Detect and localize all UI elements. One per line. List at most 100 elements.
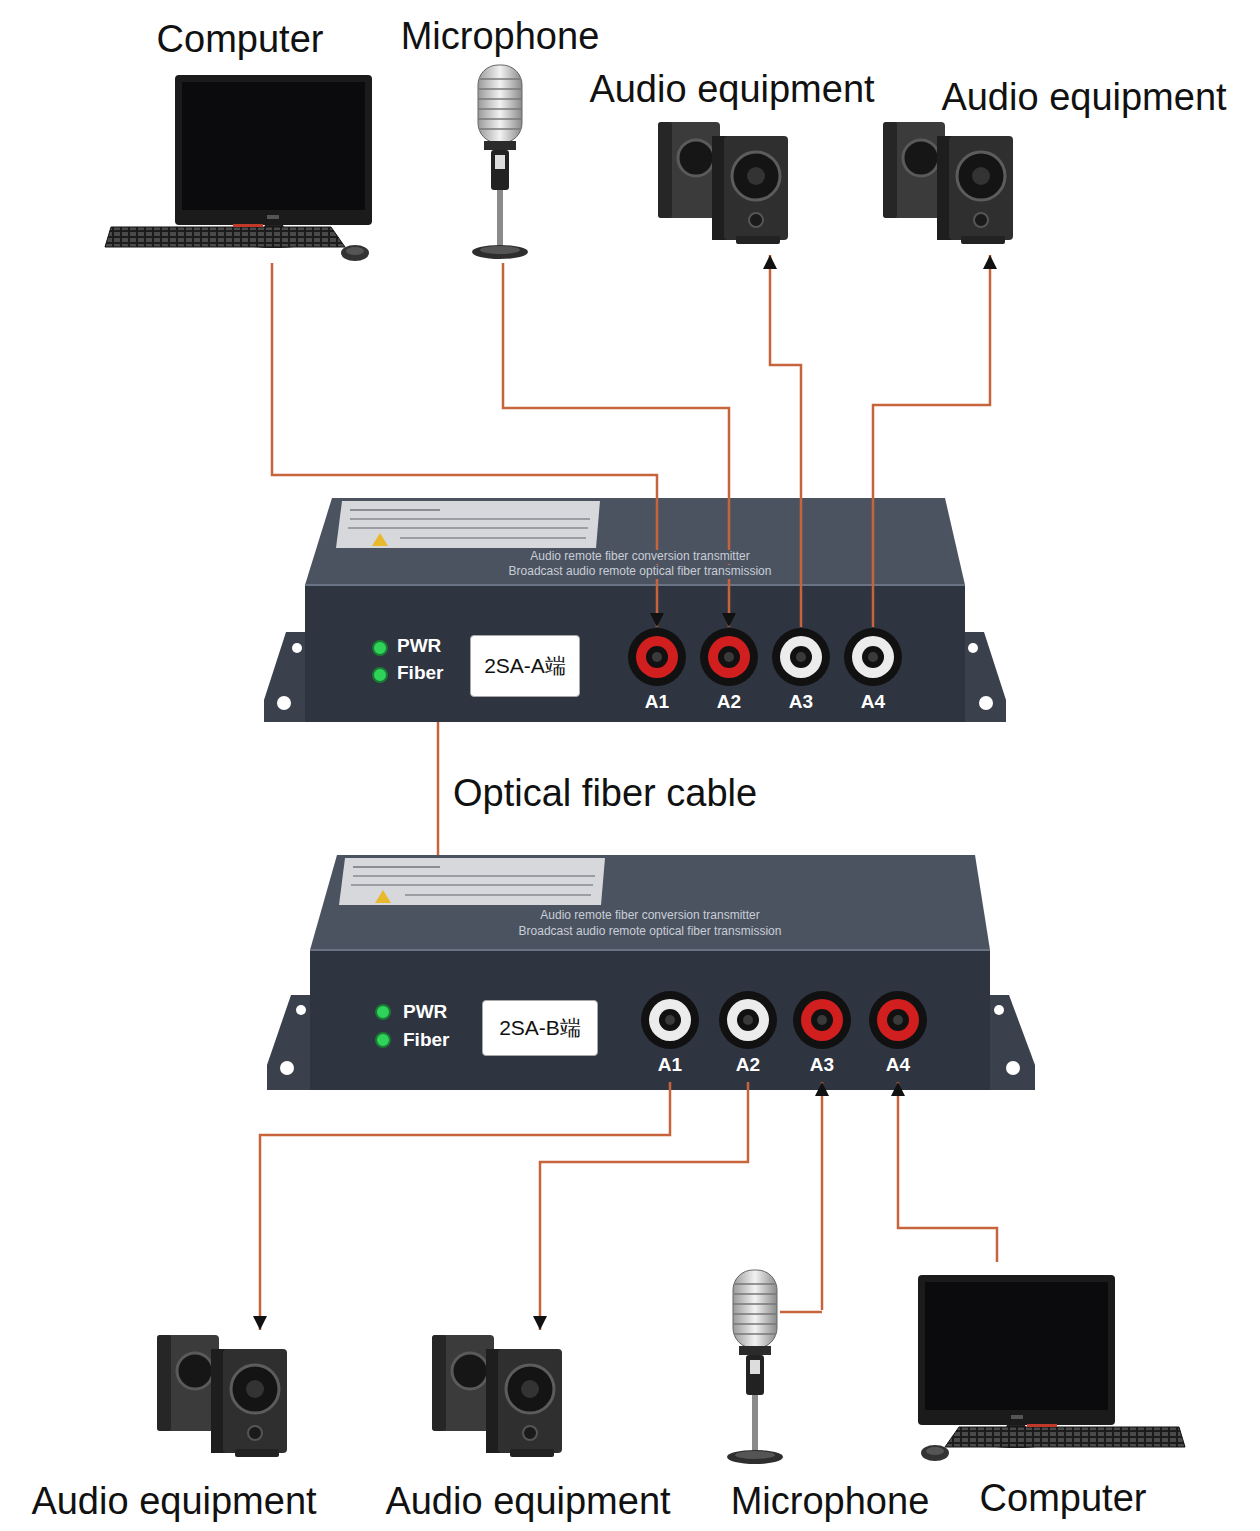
port-label: A2 <box>718 1054 778 1076</box>
speaker-icon-part <box>658 122 788 244</box>
signal-wire <box>770 255 801 627</box>
device-label: Audio equipment <box>8 1480 340 1524</box>
computer-icon-part <box>918 1275 1185 1461</box>
jack-ring <box>796 652 806 662</box>
receiver-housing-part <box>353 866 440 868</box>
indicator-label: PWR <box>397 635 441 657</box>
jack-ring <box>793 991 851 1049</box>
jack-ring <box>790 646 812 668</box>
jack-ring <box>727 999 769 1041</box>
housing-print: Audio remote fiber conversion transmitte… <box>537 909 762 923</box>
receiver-housing <box>267 855 1035 1090</box>
jack-ring <box>887 1009 909 1031</box>
signal-wire <box>540 1082 748 1330</box>
receiver-housing-part <box>310 855 990 950</box>
indicator-label: PWR <box>403 1001 447 1023</box>
computer-icon-part <box>105 75 372 261</box>
receiver-housing-part <box>296 1005 306 1015</box>
model-label: 2SA-B端 <box>483 1001 597 1055</box>
transmitter-housing-part <box>292 643 302 653</box>
transmitter-housing-part <box>979 696 993 710</box>
device-node: Audio equipment <box>360 1330 696 1525</box>
jack-socket <box>868 990 928 1050</box>
port-label: A3 <box>771 691 831 713</box>
jack-ring <box>869 991 927 1049</box>
microphone-icon <box>727 1270 783 1464</box>
jack-ring <box>652 652 662 662</box>
receiver-housing-part <box>376 1033 390 1047</box>
jack-socket <box>771 627 831 687</box>
receiver-housing-part <box>990 995 1035 1090</box>
speaker-icon <box>658 122 788 244</box>
audio-jack: A1 <box>627 627 687 719</box>
device-label: Microphone <box>380 15 620 59</box>
device-node: Audio equipment <box>912 76 1256 255</box>
transmitter-housing-part <box>965 632 1006 722</box>
receiver-housing-part <box>375 890 391 903</box>
device-node: Computer <box>105 18 375 263</box>
computer-icon <box>105 75 372 261</box>
converter-box: Audio remote fiber conversion transmitte… <box>310 855 990 1090</box>
speaker-icon <box>157 1335 287 1457</box>
jack-ring <box>877 999 919 1041</box>
transmitter-housing-part <box>348 527 588 529</box>
model-plate: 2SA-A端 <box>470 635 580 697</box>
device-label: Computer <box>942 1477 1184 1521</box>
jack-ring <box>719 991 777 1049</box>
fiber-cable <box>437 722 440 855</box>
jack-ring <box>780 636 822 678</box>
audio-jack: A4 <box>868 990 928 1082</box>
signal-wire <box>873 255 990 627</box>
transmitter-housing <box>264 498 1006 722</box>
transmitter-housing-part <box>350 509 440 511</box>
transmitter-housing-part <box>400 537 586 539</box>
receiver-housing-part <box>267 995 310 1090</box>
jack-ring <box>868 652 878 662</box>
jack-ring <box>641 991 699 1049</box>
device-node: Audio equipment <box>562 68 902 255</box>
port-label: A3 <box>792 1054 852 1076</box>
receiver-housing-part <box>339 858 605 905</box>
jack-socket <box>718 990 778 1050</box>
port-label: A4 <box>868 1054 928 1076</box>
jack-ring <box>646 646 668 668</box>
audio-jack: A4 <box>843 627 903 719</box>
microphone-icon <box>472 65 528 259</box>
cable-label: Optical fiber cable <box>450 772 760 816</box>
receiver-housing-part <box>353 875 595 877</box>
jack-ring <box>724 652 734 662</box>
signal-wire <box>821 1082 824 1310</box>
transmitter-housing-part <box>372 533 388 546</box>
device-label: Computer <box>105 18 375 62</box>
indicator-label: Fiber <box>403 1029 449 1051</box>
jack-ring <box>700 628 758 686</box>
signal-wire <box>898 1082 997 1262</box>
jack-socket <box>627 627 687 687</box>
transmitter-housing-part <box>305 498 965 585</box>
receiver-housing-part <box>310 950 990 1090</box>
housing-print: Broadcast audio remote optical fiber tra… <box>506 565 775 579</box>
port-label: A1 <box>627 691 687 713</box>
jack-ring <box>852 636 894 678</box>
jack-ring <box>659 1009 681 1031</box>
jack-socket <box>699 627 759 687</box>
jack-ring <box>665 1015 675 1025</box>
speaker-icon <box>432 1335 562 1457</box>
speaker-icon-part <box>432 1335 562 1457</box>
receiver-housing-part <box>310 949 990 951</box>
jack-ring <box>811 1009 833 1031</box>
transmitter-housing-part <box>305 585 965 722</box>
receiver-housing-part <box>280 1061 294 1075</box>
transmitter-housing-part <box>336 501 600 548</box>
jack-socket <box>843 627 903 687</box>
device-node: Microphone <box>715 1310 945 1525</box>
jack-ring <box>737 1009 759 1031</box>
transmitter-housing-part <box>264 632 305 722</box>
device-node: Audio equipment <box>8 1330 340 1525</box>
receiver-housing-part <box>376 1005 390 1019</box>
receiver-housing-part <box>1006 1061 1020 1075</box>
device-label: Audio equipment <box>360 1480 696 1524</box>
jack-ring <box>817 1015 827 1025</box>
